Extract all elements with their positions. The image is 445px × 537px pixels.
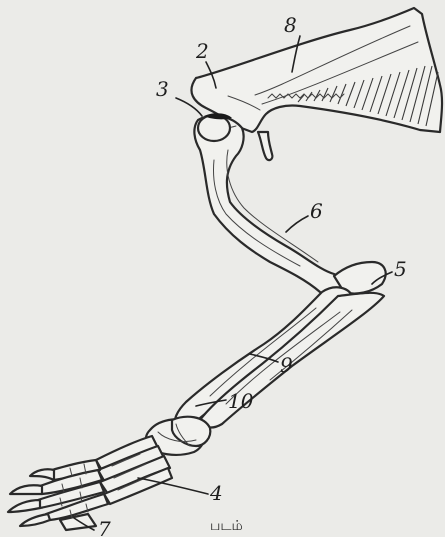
label-2: 2 bbox=[195, 39, 209, 63]
label-6: 6 bbox=[310, 199, 323, 223]
label-9: 9 bbox=[280, 353, 293, 377]
label-4: 4 bbox=[209, 481, 223, 505]
label-8: 8 bbox=[284, 13, 297, 37]
label-3: 3 bbox=[156, 77, 169, 101]
shoulder-joint bbox=[198, 113, 232, 141]
label-5: 5 bbox=[394, 257, 407, 281]
label-10: 10 bbox=[228, 389, 254, 413]
label-7: 7 bbox=[98, 517, 111, 537]
figure-caption: படம் bbox=[210, 518, 243, 534]
humerus bbox=[194, 116, 349, 302]
